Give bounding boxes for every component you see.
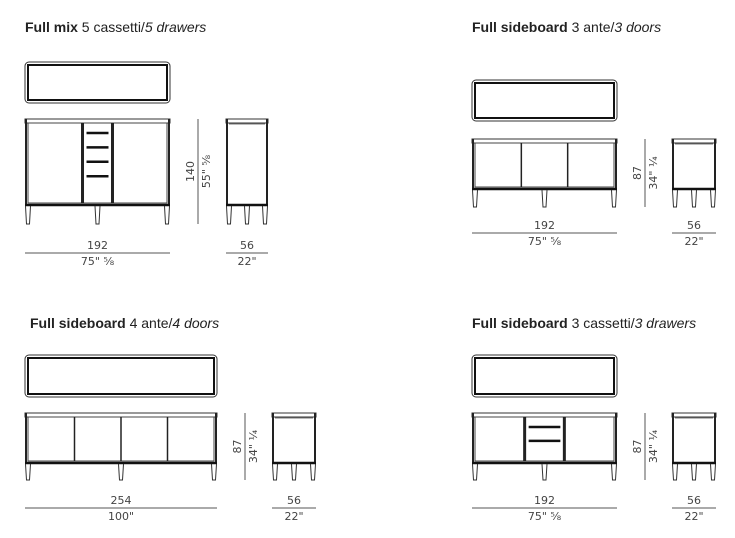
leg (710, 463, 716, 481)
panel-title-3-doors: Full sideboard 3 ante/3 doors (472, 19, 661, 35)
front-view (24, 118, 171, 225)
title-bold: Full sideboard (472, 315, 568, 331)
side-view (271, 412, 317, 481)
depth-in: 22" (684, 510, 703, 523)
width-in: 75" ⅝ (528, 235, 562, 248)
title-it: 3 cassetti/ (567, 315, 635, 331)
width-in: 75" ⅝ (81, 255, 115, 268)
depth-in: 22" (237, 255, 256, 268)
title-bold: Full sideboard (30, 315, 126, 331)
leg (472, 463, 478, 481)
leg (25, 205, 31, 225)
leg (710, 189, 716, 208)
depth-cm: 56 (687, 494, 701, 507)
panel-title-full-mix: Full mix 5 cassetti/5 drawers (25, 19, 206, 35)
depth-in: 22" (284, 510, 303, 523)
height-in: 34" ¼ (647, 430, 660, 464)
title-it: 3 ante/ (567, 19, 615, 35)
leg (262, 205, 268, 225)
height-cm: 87 (631, 440, 644, 454)
title-en: 5 drawers (144, 19, 207, 35)
panel-title-3-drawers: Full sideboard 3 cassetti/3 drawers (472, 315, 696, 331)
top-view (24, 354, 218, 398)
leg (291, 463, 297, 481)
title-it: 4 ante/ (125, 315, 173, 331)
leg (691, 189, 697, 208)
width-cm: 254 (111, 494, 132, 507)
width-cm: 192 (87, 239, 108, 252)
depth-cm: 56 (287, 494, 301, 507)
top-view (24, 61, 171, 104)
height-in: 34" ¼ (247, 430, 260, 464)
depth-cm: 56 (687, 219, 701, 232)
title-en: 4 doors (172, 315, 220, 331)
depth-in: 22" (684, 235, 703, 248)
title-en: 3 drawers (634, 315, 697, 331)
side-view (225, 118, 269, 225)
leg (611, 463, 617, 481)
leg (244, 205, 250, 225)
leg (118, 463, 124, 481)
leg (472, 189, 478, 208)
title-bold: Full mix (25, 19, 78, 35)
width-in: 75" ⅝ (528, 510, 562, 523)
leg (611, 189, 617, 208)
panel-title-4-doors: Full sideboard 4 ante/4 doors (30, 315, 219, 331)
top-view (471, 79, 618, 122)
title-it: 5 cassetti/ (77, 19, 145, 35)
width-cm: 192 (534, 219, 555, 232)
depth-cm: 56 (240, 239, 254, 252)
width-cm: 192 (534, 494, 555, 507)
leg (691, 463, 697, 481)
leg (94, 205, 101, 225)
leg (541, 189, 548, 208)
side-view (671, 412, 717, 481)
leg (672, 189, 678, 208)
height-in: 34" ¼ (647, 156, 660, 190)
leg (672, 463, 678, 481)
leg (272, 463, 278, 481)
title-en: 3 doors (614, 19, 662, 35)
side-view (671, 138, 717, 208)
leg (541, 463, 548, 481)
height-in: 55" ⅝ (200, 155, 213, 189)
leg (226, 205, 232, 225)
leg (211, 463, 217, 481)
height-cm: 87 (631, 166, 644, 180)
title-bold: Full sideboard (472, 19, 568, 35)
top-view (471, 354, 618, 398)
front-view (24, 412, 218, 481)
height-cm: 87 (231, 440, 244, 454)
front-view (471, 412, 618, 481)
leg (310, 463, 316, 481)
width-in: 100" (108, 510, 134, 523)
front-view (471, 138, 618, 208)
leg (25, 463, 31, 481)
leg (164, 205, 170, 225)
height-cm: 140 (184, 161, 197, 182)
